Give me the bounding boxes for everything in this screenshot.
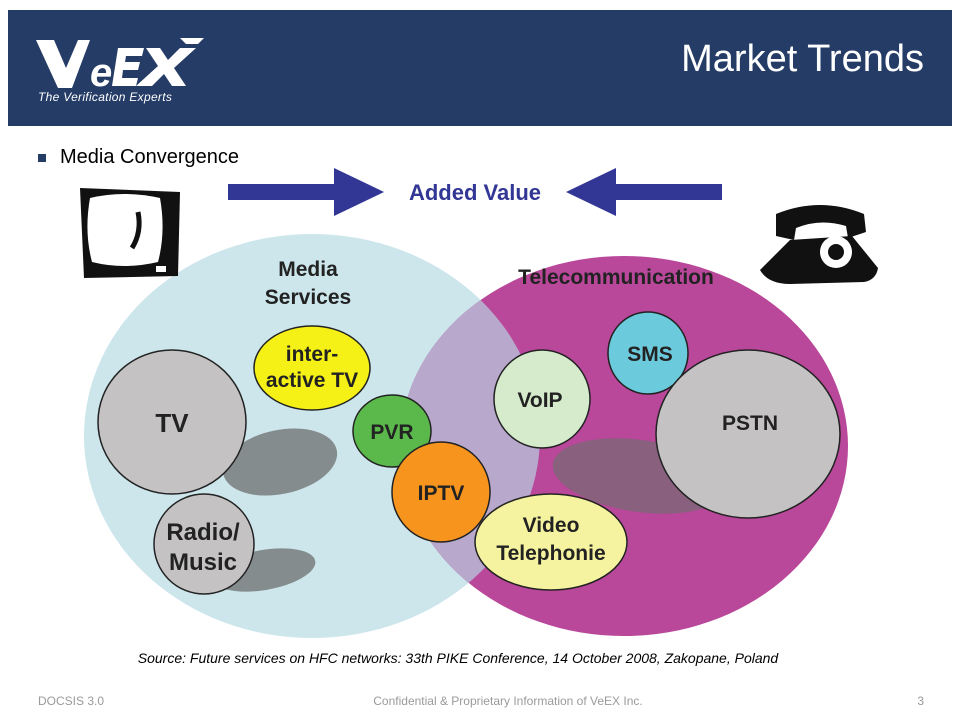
sms-node	[607, 311, 689, 395]
bullet-square-icon	[38, 153, 46, 162]
iptv-label: IPTV	[418, 482, 465, 505]
tv-label: TV	[155, 408, 189, 438]
telecommunication-label: Telecommunication	[518, 266, 714, 289]
iptv-node	[391, 441, 491, 543]
voip-node	[493, 349, 591, 449]
header-banner: e The Verification Experts Market Trends	[8, 10, 952, 126]
right-arrow-icon	[566, 168, 722, 216]
footer-confidential: Confidential & Proprietary Information o…	[373, 694, 643, 708]
telephone-icon	[760, 205, 878, 284]
footer-page-number: 3	[917, 694, 924, 708]
interactive-tv-label: inter-active TV	[266, 343, 358, 392]
veex-logo: e	[36, 38, 204, 95]
radio-music-node	[153, 493, 255, 595]
interactive-tv-node	[253, 325, 371, 411]
tv-shadow	[222, 428, 338, 496]
voip-label: VoIP	[517, 389, 562, 412]
pstn-label: PSTN	[722, 412, 778, 435]
bullet-text: Media Convergence	[60, 146, 239, 168]
tv-icon	[80, 188, 180, 278]
pstn-node	[655, 349, 841, 519]
radio-music-label: Radio/Music	[166, 519, 240, 576]
pvr-label: PVR	[370, 421, 413, 444]
slide-title: Market Trends	[681, 38, 924, 80]
svg-text:e: e	[90, 51, 112, 95]
left-arrow-icon	[228, 168, 384, 216]
video-telephonie-node	[474, 493, 628, 591]
logo-tagline: The Verification Experts	[38, 90, 173, 104]
sms-label: SMS	[627, 343, 673, 366]
added-value-label: Added Value	[409, 180, 541, 205]
tv-node	[97, 349, 247, 495]
pvr-node	[352, 394, 432, 468]
footer-doc-name: DOCSIS 3.0	[38, 694, 105, 708]
source-citation: Source: Future services on HFC networks:…	[137, 650, 779, 666]
bullet-item: Media Convergence	[38, 146, 239, 169]
